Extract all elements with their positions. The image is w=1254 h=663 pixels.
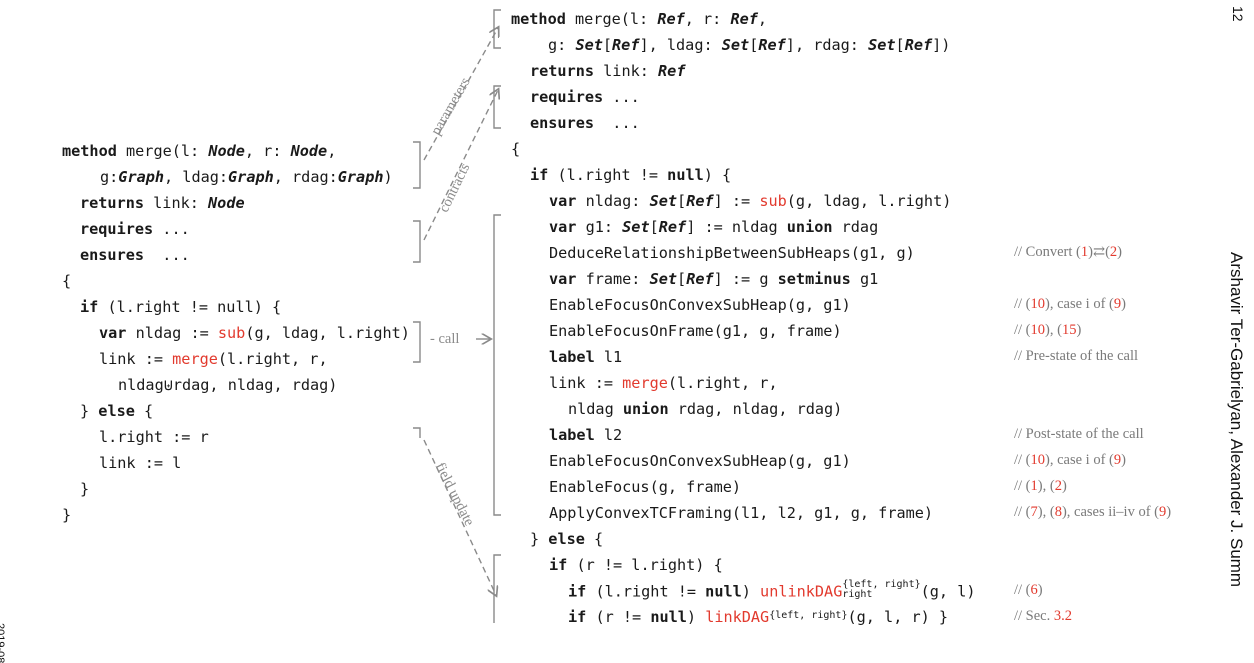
left-line-13: link := l bbox=[99, 454, 182, 472]
unlink-subscript: right bbox=[842, 589, 873, 600]
right-line-12: EnableFocusOnConvexSubHeap(g, g1) bbox=[549, 296, 851, 314]
left-line-15: } bbox=[62, 506, 72, 524]
link-superscript: {left, right} bbox=[769, 609, 848, 621]
comment-line-20: // (7), (8), cases ii–iv of (9) bbox=[1014, 504, 1172, 520]
unlink-superscript: {left, right} bbox=[842, 579, 921, 590]
comment-line-19: // (1), (2) bbox=[1014, 478, 1067, 494]
right-line-15: link := merge(l.right, r, bbox=[549, 374, 778, 392]
right-line-1: method merge(l: Ref, r: Ref, bbox=[511, 10, 768, 28]
right-line-4: requires ... bbox=[530, 88, 640, 106]
right-line-5: ensures ... bbox=[530, 114, 640, 132]
right-line-9: var g1: Set[Ref] := nldag union rdag bbox=[549, 218, 879, 236]
bracket-right-contracts bbox=[493, 85, 501, 129]
right-line-8: var nldag: Set[Ref] := sub(g, ldag, l.ri… bbox=[549, 192, 952, 210]
right-line-2: g: Set[Ref], ldag: Set[Ref], rdag: Set[R… bbox=[548, 36, 951, 54]
right-line-13: EnableFocusOnFrame(g1, g, frame) bbox=[549, 322, 842, 340]
comment-convert: // Convert (1)⇄(2) bbox=[1014, 244, 1123, 260]
left-line-6: { bbox=[62, 272, 72, 290]
bracket-left-signature bbox=[413, 141, 421, 189]
left-line-9: link := merge(l.right, r, bbox=[99, 350, 328, 368]
right-line-6: { bbox=[511, 140, 521, 158]
right-line-22: if (r != l.right) { bbox=[549, 556, 723, 574]
right-line-16: nldag union rdag, nldag, rdag) bbox=[568, 400, 843, 418]
comment-line-13: // (10), (15) bbox=[1014, 322, 1082, 338]
right-line-14: label l1 bbox=[549, 348, 623, 366]
label-call: - call bbox=[430, 331, 460, 347]
comment-pre-state: // Pre-state of the call bbox=[1014, 348, 1139, 364]
left-line-2: g:Graph, ldag:Graph, rdag:Graph) bbox=[100, 168, 393, 186]
left-line-14: } bbox=[80, 480, 90, 498]
left-line-4: requires ... bbox=[80, 220, 190, 238]
left-line-5: ensures ... bbox=[80, 246, 190, 264]
bracket-left-field bbox=[413, 427, 421, 438]
right-line-23: if (l.right != null) unlinkDAG{left, rig… bbox=[568, 579, 976, 601]
comment-line-23: // (6) bbox=[1014, 582, 1043, 598]
right-line-3: returns link: Ref bbox=[530, 62, 686, 80]
annotation-overlay bbox=[413, 9, 501, 623]
right-line-10: DeduceRelationshipBetweenSubHeaps(g1, g) bbox=[549, 244, 915, 262]
bracket-left-contracts bbox=[413, 220, 421, 263]
right-code-block: method merge(l: Ref, r: Ref, g: Set[Ref]… bbox=[0, 0, 976, 626]
left-line-12: l.right := r bbox=[99, 428, 209, 446]
comment-line-18: // (10), case i of (9) bbox=[1014, 452, 1126, 468]
right-line-18: EnableFocusOnConvexSubHeap(g, g1) bbox=[549, 452, 851, 470]
bracket-right-field bbox=[493, 554, 501, 623]
left-line-7: if (l.right != null) { bbox=[80, 298, 282, 316]
right-line-21: } else { bbox=[530, 530, 604, 548]
comment-line-12: // (10), case i of (9) bbox=[1014, 296, 1126, 312]
arrow-parameters bbox=[423, 28, 498, 161]
left-line-10: nldag⊎rdag, nldag, rdag) bbox=[118, 376, 338, 394]
right-line-19: EnableFocus(g, frame) bbox=[549, 478, 742, 496]
bracket-left-call bbox=[413, 321, 421, 363]
comment-line-24: // Sec. 3.2 bbox=[1014, 608, 1072, 624]
right-line-7: if (l.right != null) { bbox=[530, 166, 732, 184]
comment-post-state: // Post-state of the call bbox=[1014, 426, 1144, 442]
side-date: 2019-08 bbox=[0, 623, 6, 663]
right-line-17: label l2 bbox=[549, 426, 623, 444]
bracket-right-call bbox=[493, 214, 501, 516]
left-line-1: method merge(l: Node, r: Node, bbox=[62, 142, 337, 160]
right-line-11: var frame: Set[Ref] := g setminus g1 bbox=[549, 270, 879, 288]
left-line-8: var nldag := sub(g, ldag, l.right) bbox=[99, 324, 410, 342]
arrow-contracts bbox=[423, 90, 498, 241]
left-code-block: method merge(l: Node, r: Node, g:Graph, … bbox=[0, 0, 410, 524]
right-line-20: ApplyConvexTCFraming(l1, l2, g1, g, fram… bbox=[549, 504, 934, 522]
right-line-24: if (r != null) linkDAG{left, right}(g, l… bbox=[568, 608, 949, 626]
left-line-3: returns link: Node bbox=[80, 194, 245, 212]
arrow-field-update bbox=[423, 439, 496, 595]
left-line-11: } else { bbox=[80, 402, 154, 420]
